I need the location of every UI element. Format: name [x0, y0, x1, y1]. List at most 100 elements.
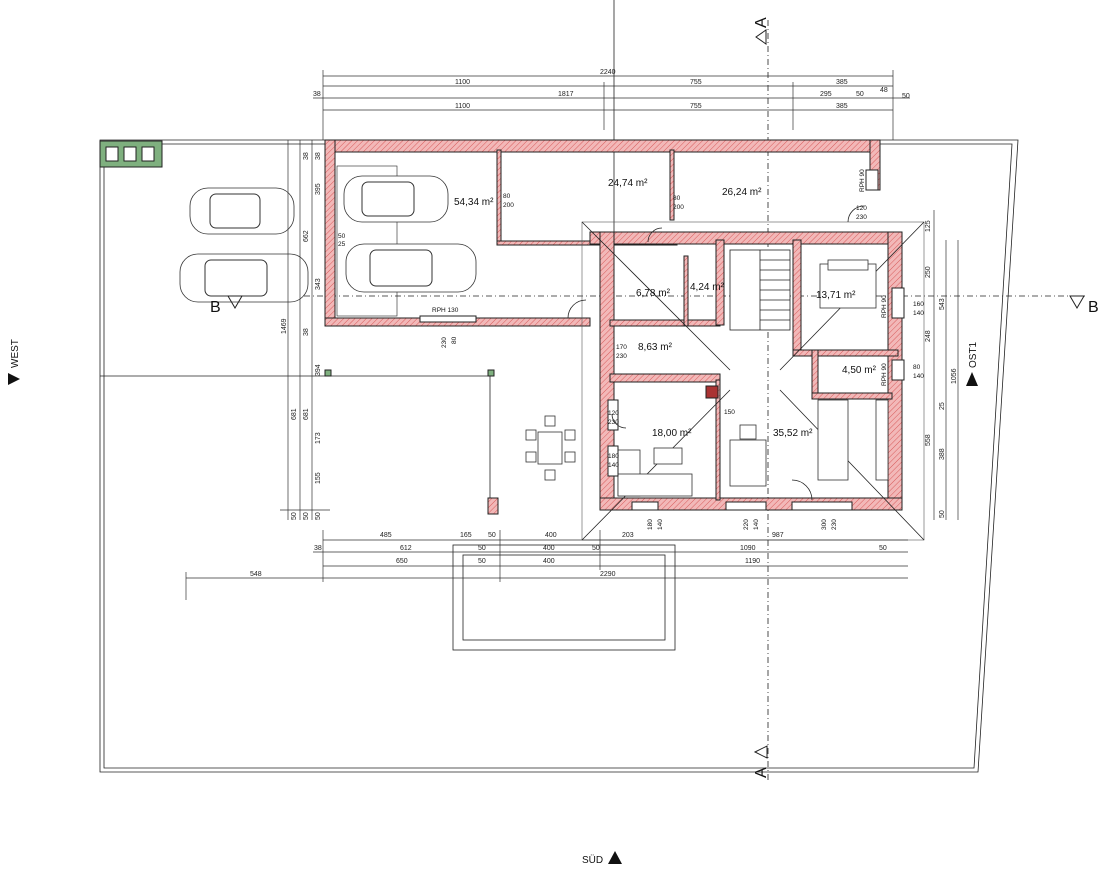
- chimney: [705, 385, 719, 399]
- compass-west: WEST: [10, 339, 21, 368]
- dim-left: 173: [315, 432, 322, 444]
- pillar: [487, 497, 499, 515]
- dim-bottom: 650: [396, 558, 408, 565]
- window-marker: [487, 369, 495, 377]
- wall-house-north: [589, 231, 901, 245]
- dim-left: 662: [303, 230, 310, 242]
- opening-label: RPH 90: [859, 169, 866, 192]
- wall-inner-4: [609, 373, 721, 383]
- section-arrow-icon: [755, 29, 767, 45]
- dim-bottom: 548: [250, 571, 262, 578]
- car-icon: [343, 175, 449, 223]
- compass-east: OST1: [968, 341, 979, 368]
- door-swing: [791, 479, 813, 501]
- window: [631, 501, 659, 511]
- dining-table-icon: [525, 415, 576, 481]
- bed-icon: [819, 259, 877, 309]
- dim-top: 755: [690, 79, 702, 86]
- dim-left: 395: [315, 183, 322, 195]
- dim-top: 1817: [558, 91, 574, 98]
- door-swing: [647, 227, 663, 243]
- east-arrow-icon: [966, 372, 978, 386]
- opening-label: 80: [503, 193, 511, 200]
- kitchen-counter-icon: [817, 399, 889, 481]
- section-arrow-icon: [227, 295, 243, 309]
- opening-label: 230: [616, 353, 627, 360]
- opening-label: 160: [913, 301, 924, 308]
- wall-inner-7: [811, 392, 893, 400]
- dim-bottom: 400: [545, 532, 557, 539]
- dim-left: 681: [303, 408, 310, 420]
- opening-label: 50: [338, 233, 346, 240]
- dim-top: 1100: [455, 103, 470, 110]
- area-kitchen: 35,52 m²: [773, 428, 813, 439]
- sofa-icon: [617, 447, 693, 497]
- dim-bottom: 485: [380, 532, 392, 539]
- car-icon: [345, 243, 477, 293]
- opening-label: 200: [673, 204, 684, 211]
- wall-inner-5: [792, 349, 899, 357]
- bin-icon: [123, 146, 137, 162]
- opening-label: 170: [616, 344, 627, 351]
- opening-label: 120: [856, 205, 867, 212]
- dim-left: 343: [315, 278, 322, 290]
- opening-label: 140: [913, 310, 924, 317]
- dimension-lines-top: [313, 70, 910, 140]
- pool-inner: [462, 554, 666, 641]
- dim-bottom: 50: [592, 545, 600, 552]
- opening-label: 140: [608, 462, 619, 469]
- dim-bottom: 50: [879, 545, 887, 552]
- dim-top: 48: [880, 87, 888, 94]
- dim-bottom: 50: [478, 545, 486, 552]
- dim-top: 1100: [455, 79, 470, 86]
- window: [891, 287, 905, 319]
- section-b-right: B: [1088, 299, 1099, 316]
- wall-stair: [715, 379, 721, 501]
- dim-left: 38: [303, 328, 310, 336]
- opening-label: 25: [338, 241, 346, 248]
- dim-top: 385: [836, 79, 848, 86]
- dim-left: 50: [291, 512, 298, 520]
- opening-label: RPH 90: [881, 295, 888, 318]
- opening-label: 230: [608, 419, 619, 426]
- dim-bottom: 203: [622, 532, 634, 539]
- wall-inner-2: [715, 239, 725, 326]
- dim-top: 755: [690, 103, 702, 110]
- opening-label: 80: [673, 195, 681, 202]
- compass-south: SÜD: [582, 854, 603, 866]
- dim-top: 38: [313, 91, 321, 98]
- window: [725, 501, 767, 511]
- wall-inner-8: [683, 255, 689, 327]
- dim-top: 50: [902, 93, 910, 100]
- dim-right: 543: [939, 298, 946, 310]
- dim-right: 25: [939, 402, 946, 410]
- roof-ridge: [779, 389, 925, 541]
- dim-right: 250: [925, 266, 932, 278]
- window: [607, 445, 619, 477]
- opening-label: 220: [743, 519, 750, 530]
- pool-outer: [452, 544, 676, 651]
- window: [891, 359, 905, 381]
- dim-bottom: 400: [543, 545, 555, 552]
- dim-top: 385: [836, 103, 848, 110]
- section-b-left: B: [210, 299, 221, 316]
- wall-garage-west: [324, 139, 336, 327]
- dim-left: 155: [315, 472, 322, 484]
- opening-label: 200: [503, 202, 514, 209]
- dim-bottom: 400: [543, 558, 555, 565]
- opening-label: 300: [821, 519, 828, 530]
- kitchen-island-icon: [729, 424, 767, 487]
- dim-bottom: 1190: [745, 558, 760, 565]
- wall-inner-6: [811, 349, 819, 399]
- opening-label: 230: [856, 214, 867, 221]
- area-bedroom: 13,71 m²: [816, 290, 856, 301]
- dim-bottom: 165: [460, 532, 472, 539]
- window: [607, 399, 619, 431]
- section-arrow-icon: [1069, 295, 1085, 309]
- door-swing: [611, 413, 627, 429]
- opening-label: 180: [647, 519, 654, 530]
- car-icon: [179, 253, 309, 303]
- dimension-lines-bottom: [185, 530, 908, 600]
- section-arrow-icon: [753, 745, 768, 759]
